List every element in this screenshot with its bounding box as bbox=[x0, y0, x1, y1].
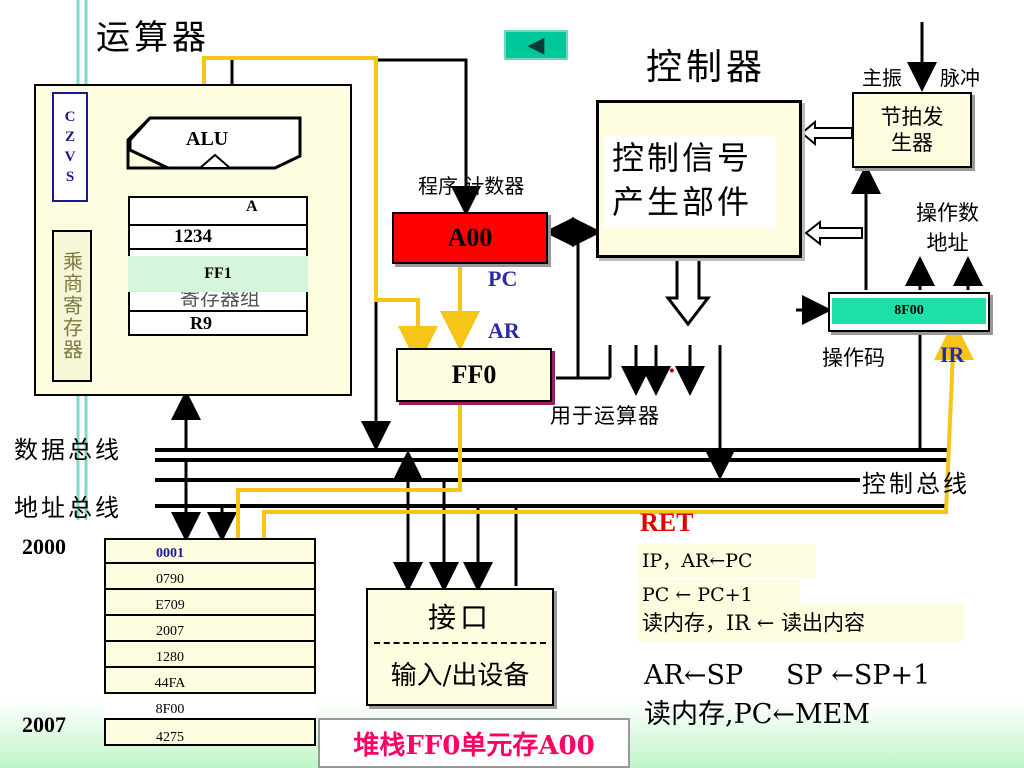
ret-step-2-text: PC ← PC+1 bbox=[642, 584, 753, 606]
beat-generator-line2: 生器 bbox=[891, 131, 933, 155]
ret-step-1-text: IP，AR←PC bbox=[642, 550, 753, 572]
ar-value: FF0 bbox=[451, 360, 497, 389]
control-signal-label-box: 控制信号 产生部件 bbox=[604, 136, 776, 228]
memory-cell: 0790 bbox=[104, 564, 316, 590]
register-1234-value: 1234 bbox=[174, 226, 212, 247]
ir-value-cell: 8F00 bbox=[832, 298, 986, 324]
pc-label: PC bbox=[488, 266, 518, 291]
memory-start-address: 2000 bbox=[22, 534, 66, 559]
io-device-label: 输入/出设备 bbox=[390, 660, 530, 691]
program-counter: A00 bbox=[392, 212, 548, 264]
operand-address-line2: 地址 bbox=[926, 231, 969, 255]
flags-register: C Z V S bbox=[52, 92, 88, 202]
flag-s: S bbox=[65, 169, 75, 186]
memory-cell: E709 bbox=[104, 590, 316, 616]
operand-address-label: 操作数 地址 bbox=[916, 198, 979, 258]
ret-step-4: AR←SP SP ←SP+1 bbox=[644, 660, 931, 691]
ar-label: AR bbox=[488, 318, 520, 343]
address-bus-label: 地址总线 bbox=[14, 494, 122, 522]
ret-step-5: 读内存,PC←MEM bbox=[644, 699, 871, 730]
memory-cell: 0001 bbox=[104, 538, 316, 564]
memory-cell: 44FA bbox=[104, 668, 316, 694]
register-ff1-value: FF1 bbox=[204, 265, 232, 282]
memory-cell-value: 4275 bbox=[156, 730, 184, 745]
control-signal-label-line1: 控制信号 bbox=[612, 139, 753, 177]
control-signal-label-line2: 产生部件 bbox=[612, 183, 753, 221]
flag-v: V bbox=[64, 149, 76, 165]
instruction-register: 8F00 bbox=[828, 292, 990, 332]
interface-divider bbox=[374, 642, 546, 644]
memory-cell-value: E709 bbox=[155, 598, 185, 613]
opcode-label: 操作码 bbox=[822, 346, 885, 370]
ret-step-3-text: 读内存，IR ← 读出内容 bbox=[642, 611, 866, 635]
back-arrow-icon: ◀ bbox=[527, 32, 545, 58]
memory-cell: 8F00 bbox=[104, 694, 316, 720]
ir-label: IR bbox=[940, 342, 965, 367]
memory-cell-value: 1280 bbox=[156, 650, 184, 665]
interface-label: 接口 bbox=[427, 601, 492, 634]
control-section-title: 控制器 bbox=[646, 47, 767, 88]
for-alu-label: 用于运算器 bbox=[550, 404, 660, 428]
memory-cell-value: 44FA bbox=[154, 676, 186, 691]
address-register: FF0 bbox=[396, 348, 552, 402]
register-ff1: FF1 bbox=[128, 256, 308, 292]
pulse-label: 脉冲 bbox=[940, 66, 980, 90]
muldiv-register: 乘商寄存器 bbox=[52, 230, 92, 382]
stack-caption-text: 堆栈FF0单元存A00 bbox=[353, 730, 595, 761]
flag-c: C bbox=[64, 108, 76, 125]
control-bus-label: 控制总线 bbox=[862, 470, 970, 498]
back-button[interactable]: ◀ bbox=[504, 30, 568, 60]
memory-cell-value: 2007 bbox=[156, 624, 184, 639]
ir-value: 8F00 bbox=[894, 303, 924, 318]
pc-caption: 程序 计数器 bbox=[418, 174, 525, 198]
memory-cell: 1280 bbox=[104, 642, 316, 668]
alu-label: ALU bbox=[186, 128, 229, 150]
beat-generator-line1: 节拍发 bbox=[880, 105, 944, 129]
register-a-label: A bbox=[246, 198, 258, 215]
ret-step-1: IP，AR←PC bbox=[638, 544, 816, 578]
signal-dot: · bbox=[668, 358, 676, 384]
memory-end-address: 2007 bbox=[22, 712, 66, 737]
memory-cell: 2007 bbox=[104, 616, 316, 642]
operand-address-line1: 操作数 bbox=[916, 201, 979, 225]
stack-caption: 堆栈FF0单元存A00 bbox=[318, 718, 630, 768]
register-r9-value: R9 bbox=[190, 312, 212, 333]
beat-generator: 节拍发 生器 bbox=[852, 92, 972, 168]
pc-value: A00 bbox=[447, 223, 493, 252]
ret-title: RET bbox=[640, 508, 694, 537]
memory-cell-value: 0001 bbox=[156, 546, 184, 561]
flag-z: Z bbox=[64, 128, 75, 145]
io-interface: 接口 输入/出设备 bbox=[366, 588, 554, 706]
alu-section-title: 运算器 bbox=[96, 18, 210, 58]
ret-step-3: 读内存，IR ← 读出内容 bbox=[638, 604, 964, 642]
memory-cell-value: 8F00 bbox=[155, 702, 185, 717]
register-r9: R9 bbox=[128, 310, 308, 334]
memory-cell-value: 0790 bbox=[156, 572, 184, 587]
register-1234: 1234 bbox=[128, 224, 308, 250]
muldiv-register-label: 乘商寄存器 bbox=[59, 251, 84, 361]
data-bus-label: 数据总线 bbox=[14, 436, 122, 464]
memory-cell: 4275 bbox=[104, 720, 316, 746]
main-oscillator-label: 主振 bbox=[862, 66, 902, 90]
